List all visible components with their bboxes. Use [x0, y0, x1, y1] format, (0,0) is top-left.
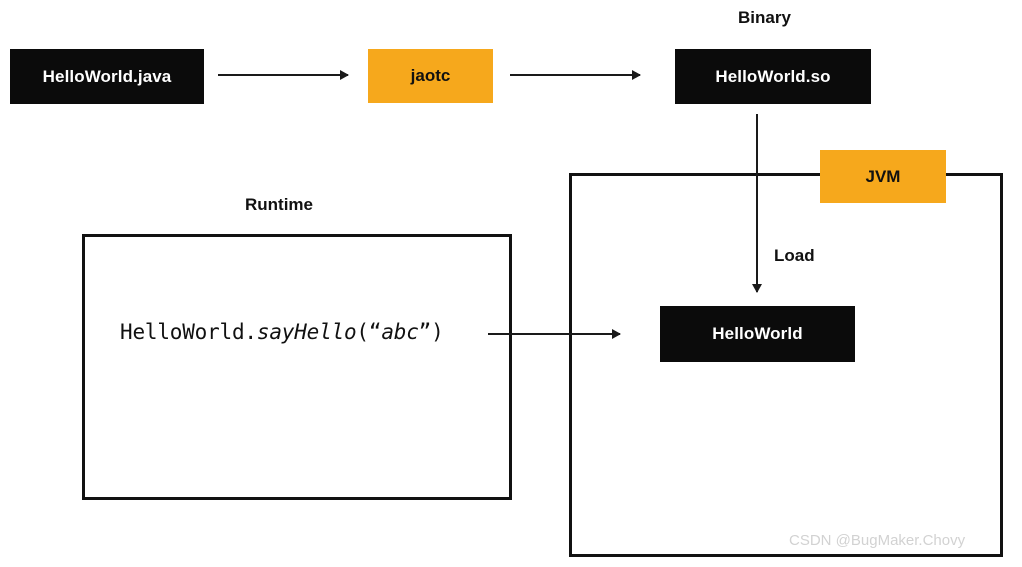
code-prefix: HelloWorld.: [120, 320, 257, 344]
code-method-name: sayHello: [256, 320, 357, 344]
node-shared-object: HelloWorld.so: [675, 49, 871, 104]
runtime-container-rect: [82, 234, 512, 500]
label-load: Load: [774, 246, 815, 265]
node-source-file: HelloWorld.java: [10, 49, 204, 104]
code-open-paren: (“: [356, 320, 382, 344]
jvm-container-rect: [569, 173, 1003, 557]
arrow-load-shared-object-to-class: [756, 114, 758, 292]
code-close-paren: ”): [418, 320, 444, 344]
node-loaded-class: HelloWorld: [660, 306, 855, 362]
code-argument: abc: [381, 320, 419, 344]
code-method-call: HelloWorld.sayHello(“abc”): [120, 320, 444, 344]
node-jvm: JVM: [820, 150, 946, 203]
arrow-runtime-call-to-loaded-class: [488, 333, 620, 335]
label-runtime: Runtime: [245, 195, 313, 214]
arrow-source-to-compiler: [218, 74, 348, 76]
arrow-compiler-to-shared-object: [510, 74, 640, 76]
label-binary: Binary: [738, 8, 791, 27]
node-compiler-jaotc: jaotc: [368, 49, 493, 103]
watermark-text: CSDN @BugMaker.Chovy: [789, 532, 966, 549]
